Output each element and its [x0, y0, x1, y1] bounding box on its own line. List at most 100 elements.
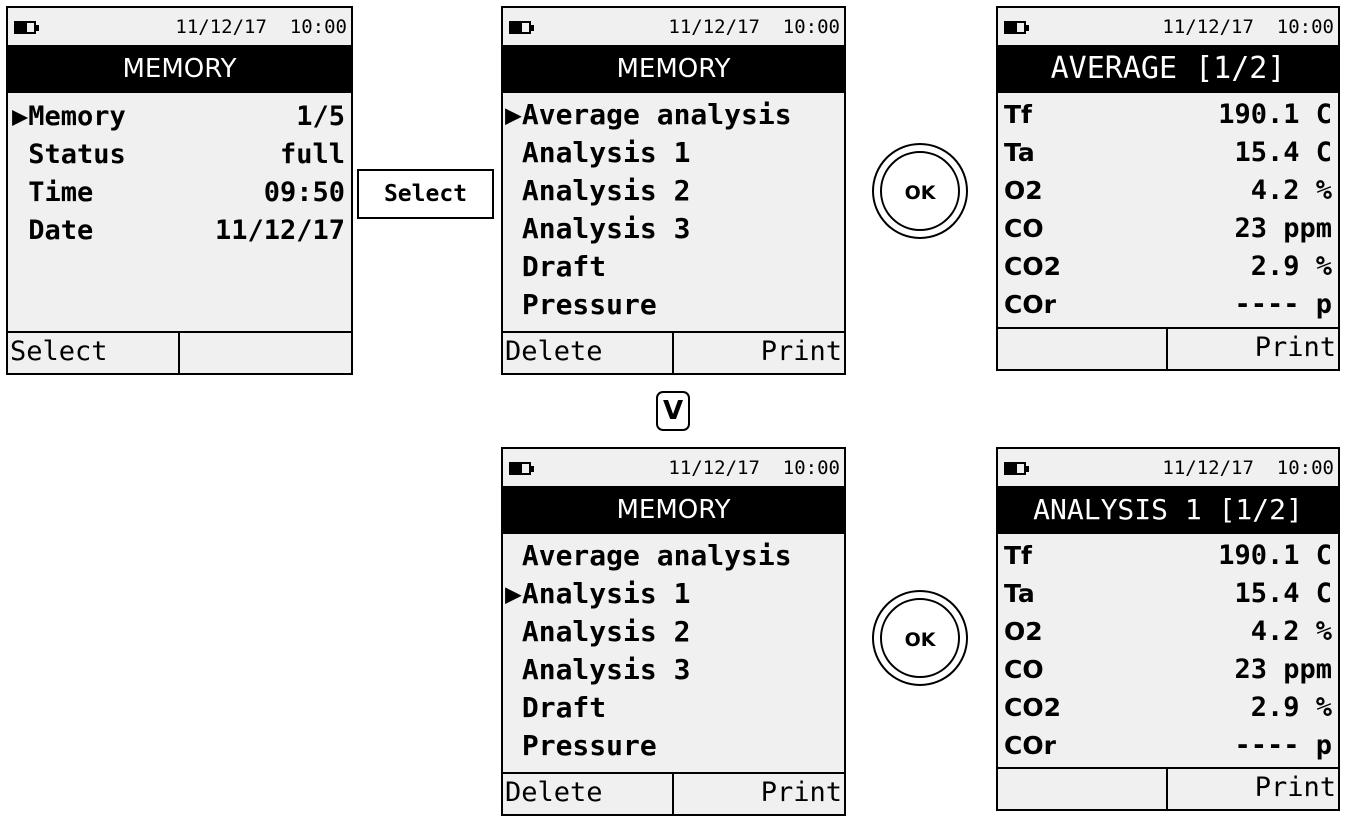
menu-item-analysis-3[interactable]: Analysis 3 [505, 212, 691, 245]
status-date: 11/12/17 [1162, 457, 1254, 479]
menu-item-pressure[interactable]: Pressure [505, 729, 657, 762]
measure-row: CO2 2.9 % [1004, 689, 1332, 727]
menu-item-analysis-2[interactable]: Analysis 2 [505, 174, 691, 207]
status-time: 10:00 [1276, 457, 1334, 479]
softkey-right[interactable]: Print [760, 777, 842, 808]
softkey-left[interactable]: Select [8, 333, 180, 373]
menu-item-analysis-1[interactable]: Analysis 1 [505, 136, 691, 169]
screen-title: ANALYSIS 1 [1/2] [998, 486, 1338, 534]
measure-label: CO2 [1004, 252, 1061, 281]
row-value: 09:50 [263, 177, 345, 208]
measure-row: CO2 2.9 % [1004, 248, 1332, 286]
measure-label: COr [1004, 290, 1056, 319]
date-row: Date 11/12/17 [12, 212, 345, 250]
softkey-bar: Print [998, 327, 1338, 369]
measure-label: CO [1004, 214, 1044, 243]
softkey-left[interactable] [998, 769, 1168, 809]
status-datetime: 11/12/17 10:00 [1162, 16, 1334, 38]
row-label: Time [12, 177, 94, 208]
softkey-bar: Print [998, 767, 1338, 809]
measure-value: ---- p [1234, 289, 1332, 320]
row-label: Status [12, 139, 126, 170]
measure-value: 23 ppm [1234, 213, 1332, 244]
ok-button-bottom[interactable]: OK [872, 590, 968, 686]
status-time: 10:00 [782, 457, 840, 479]
status-date: 11/12/17 [668, 16, 760, 38]
battery-icon [509, 462, 531, 475]
select-key-button[interactable]: Select [357, 169, 494, 219]
analysis-1-results-screen: 11/12/17 10:00 ANALYSIS 1 [1/2] Tf 190.1 … [996, 447, 1340, 811]
memory-list-screen-average: 11/12/17 10:00 MEMORY ▶Average analysis … [501, 6, 846, 375]
measure-row: Tf 190.1 C [1004, 537, 1332, 575]
measure-row: CO 23 ppm [1004, 210, 1332, 248]
status-datetime: 11/12/17 10:00 [668, 457, 840, 479]
ok-label: OK [880, 151, 960, 231]
softkey-bar: Delete Print [503, 772, 844, 814]
status-datetime: 11/12/17 10:00 [175, 16, 347, 38]
softkey-right[interactable] [180, 333, 352, 373]
measure-label: Ta [1004, 579, 1035, 608]
menu-item-average-analysis[interactable]: Average analysis [505, 539, 792, 572]
measure-row: COr ---- p [1004, 286, 1332, 324]
row-label: ▶Memory [12, 101, 126, 132]
row-value: 11/12/17 [214, 215, 345, 246]
screen-title: AVERAGE [1/2] [998, 45, 1338, 93]
softkey-right[interactable]: Print [760, 336, 842, 367]
measure-value: 2.9 % [1250, 251, 1332, 282]
memory-row[interactable]: ▶Memory 1/5 [12, 98, 345, 136]
measure-value: 4.2 % [1250, 616, 1332, 647]
measure-value: ---- p [1234, 730, 1332, 761]
ok-button-top[interactable]: OK [872, 143, 968, 239]
softkey-left[interactable]: Delete [503, 333, 674, 373]
measure-value: 23 ppm [1234, 654, 1332, 685]
softkey-right[interactable]: Print [1254, 772, 1336, 803]
status-datetime: 11/12/17 10:00 [668, 16, 840, 38]
measure-row: Ta 15.4 C [1004, 134, 1332, 172]
row-label: Date [12, 215, 94, 246]
measure-row: COr ---- p [1004, 727, 1332, 765]
measure-label: CO [1004, 655, 1044, 684]
measure-label: O2 [1004, 617, 1043, 646]
status-bar: 11/12/17 10:00 [8, 8, 351, 45]
status-date: 11/12/17 [1162, 16, 1254, 38]
measure-value: 2.9 % [1250, 692, 1332, 723]
menu-item-analysis-1[interactable]: ▶Analysis 1 [505, 577, 691, 610]
menu-item-analysis-2[interactable]: Analysis 2 [505, 615, 691, 648]
status-bar: 11/12/17 10:00 [998, 8, 1338, 45]
status-time: 10:00 [1276, 16, 1334, 38]
status-time: 10:00 [782, 16, 840, 38]
row-value: full [279, 139, 345, 170]
menu-item-pressure[interactable]: Pressure [505, 288, 657, 321]
menu-item-average-analysis[interactable]: ▶Average analysis [505, 98, 792, 131]
memory-summary-screen: 11/12/17 10:00 MEMORY ▶Memory 1/5 Status f… [6, 6, 353, 375]
status-date: 11/12/17 [175, 16, 267, 38]
status-bar: 11/12/17 10:00 [503, 449, 844, 486]
battery-icon [509, 21, 531, 34]
measure-value: 190.1 C [1218, 540, 1332, 571]
screen-title: MEMORY [503, 45, 844, 93]
menu-item-analysis-3[interactable]: Analysis 3 [505, 653, 691, 686]
softkey-right[interactable]: Print [1254, 332, 1336, 363]
menu-item-draft[interactable]: Draft [505, 691, 607, 724]
softkey-left[interactable] [998, 329, 1168, 369]
measure-label: Tf [1004, 541, 1032, 570]
measure-label: COr [1004, 731, 1056, 760]
status-row: Status full [12, 136, 345, 174]
measure-row: O2 4.2 % [1004, 613, 1332, 651]
screen-title: MEMORY [8, 45, 351, 93]
time-row: Time 09:50 [12, 174, 345, 212]
row-value: 1/5 [296, 101, 345, 132]
measure-value: 15.4 C [1234, 137, 1332, 168]
menu-item-draft[interactable]: Draft [505, 250, 607, 283]
softkey-left[interactable]: Delete [503, 774, 674, 814]
down-arrow-key[interactable]: V [656, 391, 690, 431]
measure-label: Ta [1004, 138, 1035, 167]
measure-value: 190.1 C [1218, 99, 1332, 130]
screen-title: MEMORY [503, 486, 844, 534]
status-bar: 11/12/17 10:00 [503, 8, 844, 45]
measure-label: CO2 [1004, 693, 1061, 722]
status-date: 11/12/17 [668, 457, 760, 479]
